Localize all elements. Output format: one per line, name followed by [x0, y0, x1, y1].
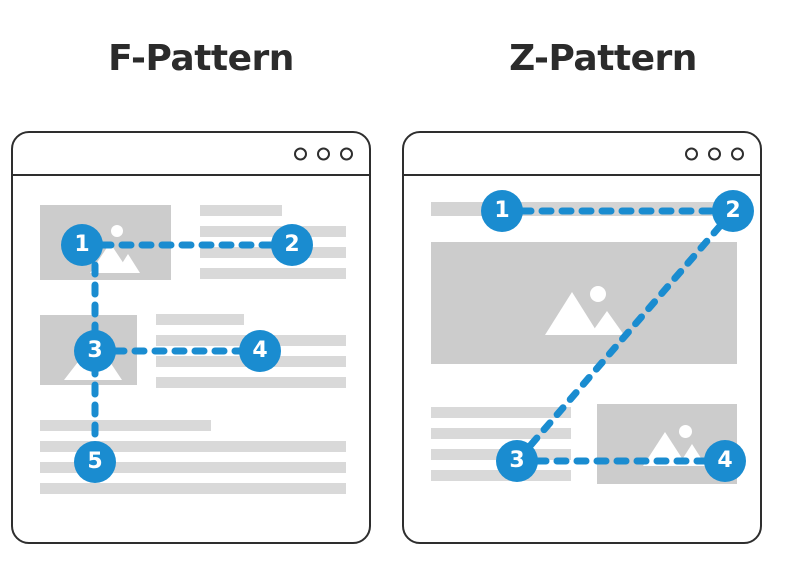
- browser-window-f-pattern: [11, 131, 371, 544]
- window-dot-3-icon[interactable]: [340, 147, 353, 160]
- text-line: [40, 441, 346, 452]
- page-title-z-pattern: Z-Pattern: [509, 38, 697, 79]
- window-controls: [685, 147, 744, 160]
- window-dot-2-icon[interactable]: [708, 147, 721, 160]
- browser-titlebar: [404, 133, 760, 176]
- text-line: [200, 205, 282, 216]
- step-marker-3[interactable]: 3: [496, 440, 538, 482]
- text-line: [431, 407, 571, 418]
- text-line: [200, 226, 346, 237]
- hero-image-large-placeholder: [431, 242, 737, 364]
- window-dot-1-icon[interactable]: [294, 147, 307, 160]
- text-line: [40, 483, 346, 494]
- text-line: [156, 377, 346, 388]
- window-dot-2-icon[interactable]: [317, 147, 330, 160]
- browser-titlebar: [13, 133, 369, 176]
- step-marker-4[interactable]: 4: [239, 330, 281, 372]
- page-title-f-pattern: F-Pattern: [108, 38, 294, 79]
- mountain-photo-icon: [639, 422, 709, 472]
- browser-viewport-z: [404, 176, 760, 542]
- text-line: [200, 268, 346, 279]
- step-marker-5[interactable]: 5: [74, 441, 116, 483]
- hero-image-1-placeholder: [40, 205, 171, 280]
- step-marker-2[interactable]: 2: [271, 224, 313, 266]
- browser-window-z-pattern: [402, 131, 762, 544]
- text-line: [431, 428, 571, 439]
- top-nav-bar: [431, 202, 737, 216]
- text-line: [156, 314, 244, 325]
- window-controls: [294, 147, 353, 160]
- text-line: [40, 462, 346, 473]
- text-line: [40, 420, 211, 431]
- step-marker-3[interactable]: 3: [74, 330, 116, 372]
- window-dot-1-icon[interactable]: [685, 147, 698, 160]
- step-marker-2[interactable]: 2: [712, 190, 754, 232]
- step-marker-4[interactable]: 4: [704, 440, 746, 482]
- mountain-photo-icon: [541, 280, 631, 342]
- step-marker-1[interactable]: 1: [61, 224, 103, 266]
- panel-z-pattern: Z-Pattern: [402, 0, 804, 575]
- panel-f-pattern: F-Pattern: [11, 38, 371, 544]
- window-dot-3-icon[interactable]: [731, 147, 744, 160]
- step-marker-1[interactable]: 1: [481, 190, 523, 232]
